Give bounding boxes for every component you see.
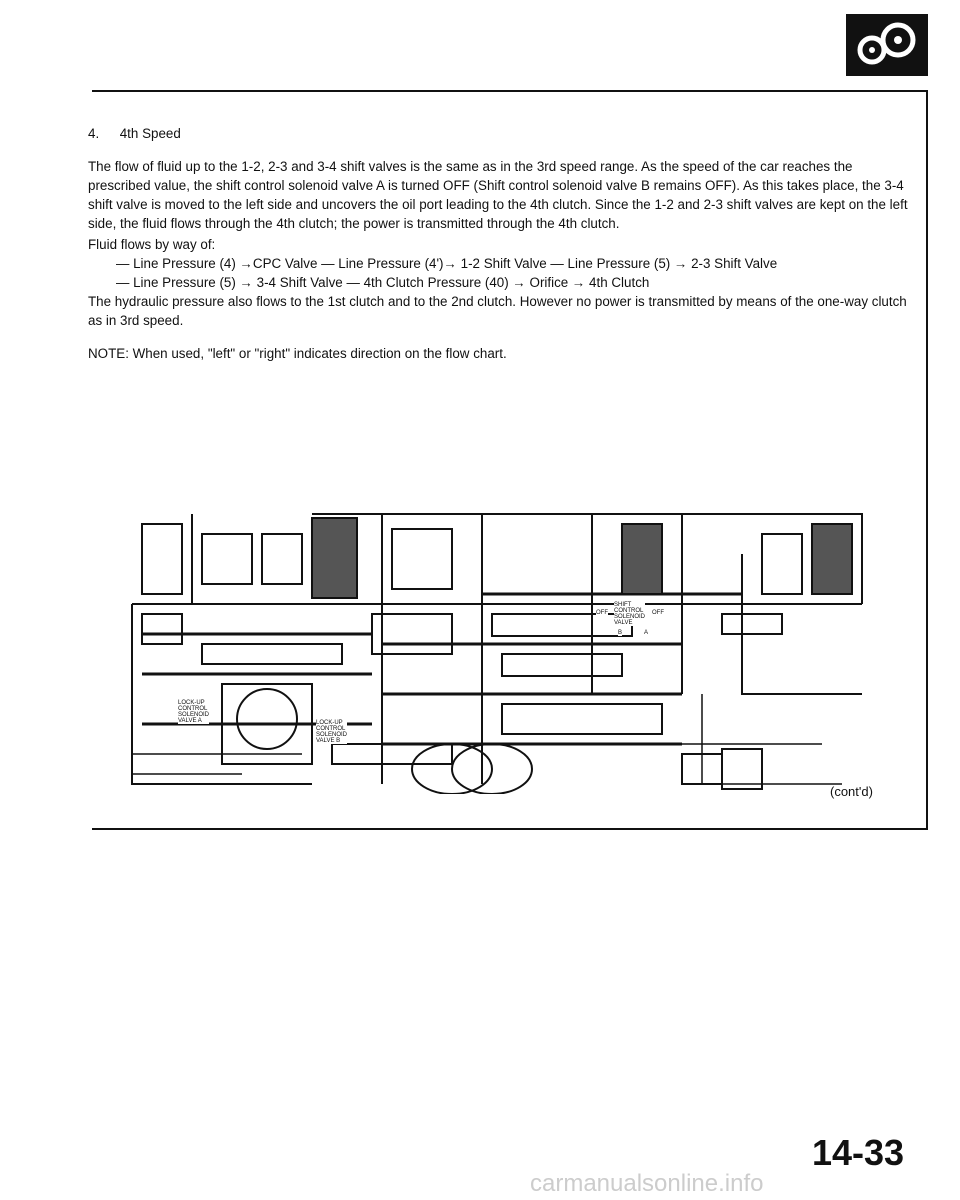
bottom-rule	[92, 828, 928, 830]
shift-off-right: OFF	[652, 610, 664, 616]
shift-solenoid-label: SHIFT CONTROL SOLENOID VALVE	[614, 602, 646, 626]
page-body: 4. 4th Speed The flow of fluid up to the…	[88, 124, 908, 363]
section-title: 4th Speed	[119, 126, 181, 141]
note: NOTE: When used, "left" or "right" indic…	[88, 346, 507, 361]
top-rule	[92, 90, 928, 92]
flow-line-1: — Line Pressure (4) →CPC Valve — Line Pr…	[116, 256, 778, 271]
hydraulic-flow-diagram: LOCK-UP CONTROL SOLENOID VALVE A LOCK-UP…	[122, 494, 874, 795]
flow-line-2: — Line Pressure (5) → 3-4 Shift Valve — …	[116, 275, 650, 290]
right-rule	[926, 90, 928, 830]
shift-b-label: B	[618, 630, 623, 636]
paragraph-description: The flow of fluid up to the 1-2, 2-3 and…	[88, 159, 908, 231]
paragraph-hydraulic: The hydraulic pressure also flows to the…	[88, 294, 907, 328]
section-logo-icon	[846, 14, 928, 76]
section-number: 4.	[88, 126, 100, 141]
continued-label: (cont'd)	[830, 784, 873, 799]
shift-a-label: A	[644, 630, 649, 636]
section-heading: 4. 4th Speed	[88, 124, 908, 143]
shift-off-left: OFF	[596, 610, 608, 616]
lockup-solenoid-b-label: LOCK-UP CONTROL SOLENOID VALVE B	[316, 720, 348, 744]
watermark: carmanualsonline.info	[530, 1170, 764, 1197]
page-number: 14-33	[812, 1132, 905, 1173]
fluid-intro: Fluid flows by way of:	[88, 237, 216, 252]
lockup-solenoid-a-label: LOCK-UP CONTROL SOLENOID VALVE A	[178, 700, 210, 724]
